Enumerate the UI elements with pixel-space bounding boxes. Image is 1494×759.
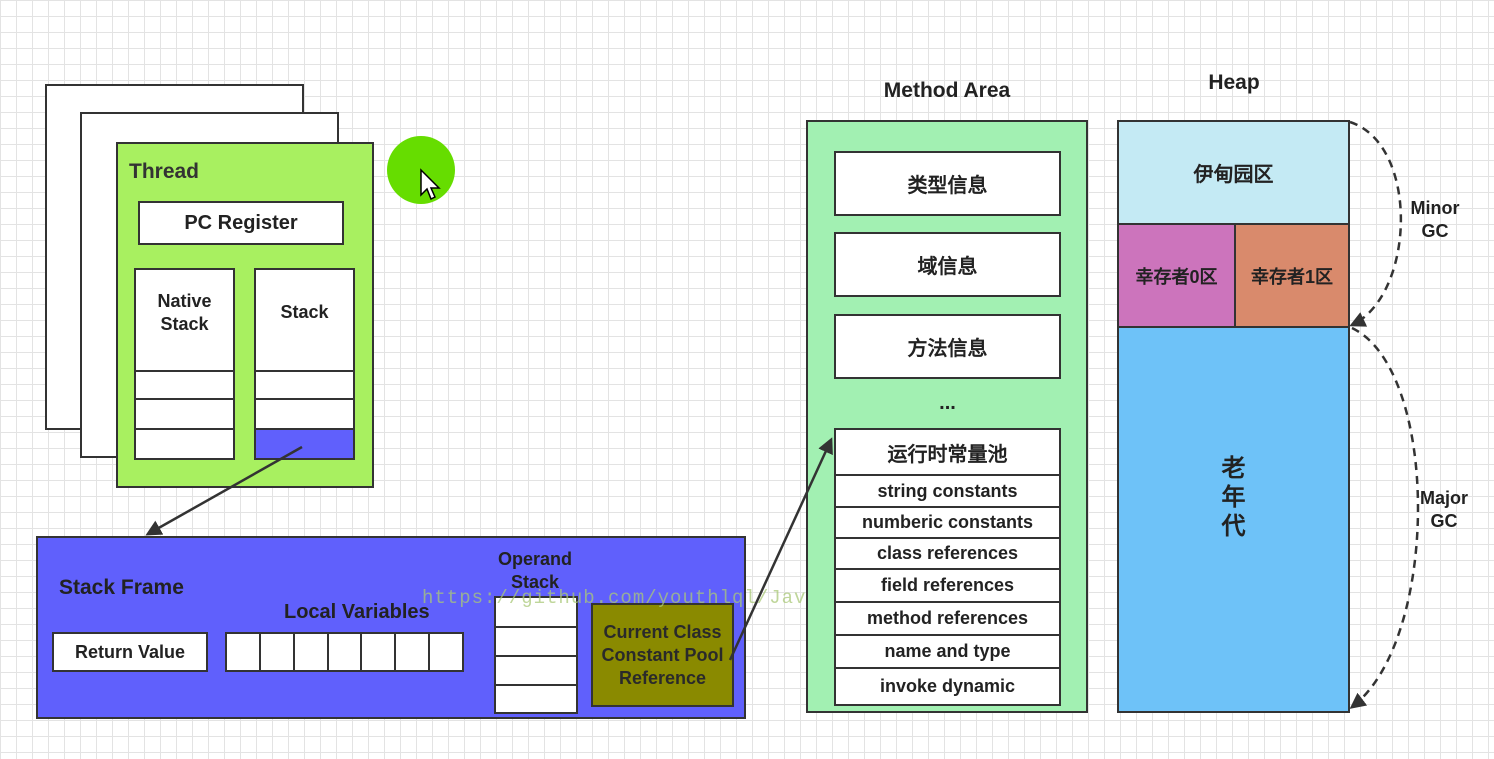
local-variables-array[interactable]	[225, 632, 464, 672]
operand-stack-slot	[496, 684, 576, 686]
native-stack-slot	[136, 428, 233, 458]
local-variable-slot	[329, 634, 363, 670]
stack-frame[interactable]: Stack Frame Return Value Local Variables…	[36, 536, 746, 719]
old-generation[interactable]: 老 年 代	[1119, 328, 1348, 711]
local-variables-label: Local Variables	[284, 601, 430, 623]
operand-stack[interactable]	[494, 596, 578, 714]
java-stack-slot	[256, 370, 353, 398]
constant-pool-reference[interactable]: Current Class Constant Pool Reference	[591, 603, 734, 707]
java-stack-label: Stack	[280, 302, 329, 322]
thread-box[interactable]: Thread PC Register Native Stack Stack	[116, 142, 374, 488]
method-area-ellipsis: ...	[939, 392, 956, 414]
pool-entry-numberic-constants[interactable]: numberic constants	[836, 508, 1059, 539]
constant-pool-reference-label: Current Class Constant Pool Reference	[601, 621, 724, 688]
pool-entry-name-and-type[interactable]: name and type	[836, 636, 1059, 669]
runtime-constant-pool-title: 运行时常量池	[836, 430, 1059, 476]
pool-entry-class-references[interactable]: class references	[836, 539, 1059, 570]
minor-gc-arrow	[1349, 120, 1403, 327]
survivor-1[interactable]: 幸存者1区	[1236, 225, 1348, 328]
heap-title: Heap	[1208, 71, 1260, 94]
java-stack-current-frame[interactable]	[256, 428, 353, 458]
survivor-0[interactable]: 幸存者0区	[1119, 225, 1236, 328]
runtime-constant-pool[interactable]: 运行时常量池 string constants numberic constan…	[834, 428, 1061, 706]
native-stack-slot	[136, 398, 233, 428]
local-variable-slot	[227, 634, 261, 670]
major-gc-label: Major GC	[1419, 488, 1468, 531]
stack-frame-title: Stack Frame	[59, 576, 184, 599]
pc-register[interactable]: PC Register	[138, 201, 344, 245]
native-stack-slot	[136, 370, 233, 398]
native-stack-label: Native Stack	[157, 291, 212, 334]
local-variable-slot	[362, 634, 397, 670]
pool-entry-field-references[interactable]: field references	[836, 570, 1059, 603]
local-variable-slot	[261, 634, 295, 670]
pool-entry-invoke-dynamic[interactable]: invoke dynamic	[879, 676, 1016, 696]
type-info[interactable]: 类型信息	[834, 151, 1061, 216]
eden-space[interactable]: 伊甸园区	[1119, 122, 1348, 225]
return-value[interactable]: Return Value	[52, 632, 208, 672]
minor-gc-label: Minor GC	[1410, 198, 1460, 241]
local-variable-slot	[396, 634, 431, 670]
major-gc-arrow	[1349, 326, 1420, 709]
operand-stack-label: Operand Stack	[497, 549, 572, 592]
local-variable-slot	[430, 634, 462, 670]
mouse-cursor-icon	[420, 168, 441, 201]
java-stack-slot	[256, 398, 353, 428]
method-area[interactable]: 类型信息 域信息 方法信息 ... 运行时常量池 string constant…	[806, 120, 1088, 713]
method-info[interactable]: 方法信息	[834, 314, 1061, 379]
pool-entry-method-references[interactable]: method references	[836, 603, 1059, 636]
operand-stack-slot	[496, 655, 576, 657]
local-variable-slot	[295, 634, 329, 670]
java-stack[interactable]: Stack	[254, 268, 355, 460]
old-generation-label: 老 年 代	[1221, 455, 1246, 540]
thread-title: Thread	[129, 160, 200, 183]
operand-stack-slot	[496, 626, 576, 628]
heap[interactable]: 伊甸园区 幸存者0区 幸存者1区 老 年 代	[1117, 120, 1350, 713]
field-info[interactable]: 域信息	[834, 232, 1061, 297]
method-area-title: Method Area	[883, 79, 1011, 102]
native-stack[interactable]: Native Stack	[134, 268, 235, 460]
pool-entry-string-constants[interactable]: string constants	[836, 476, 1059, 508]
